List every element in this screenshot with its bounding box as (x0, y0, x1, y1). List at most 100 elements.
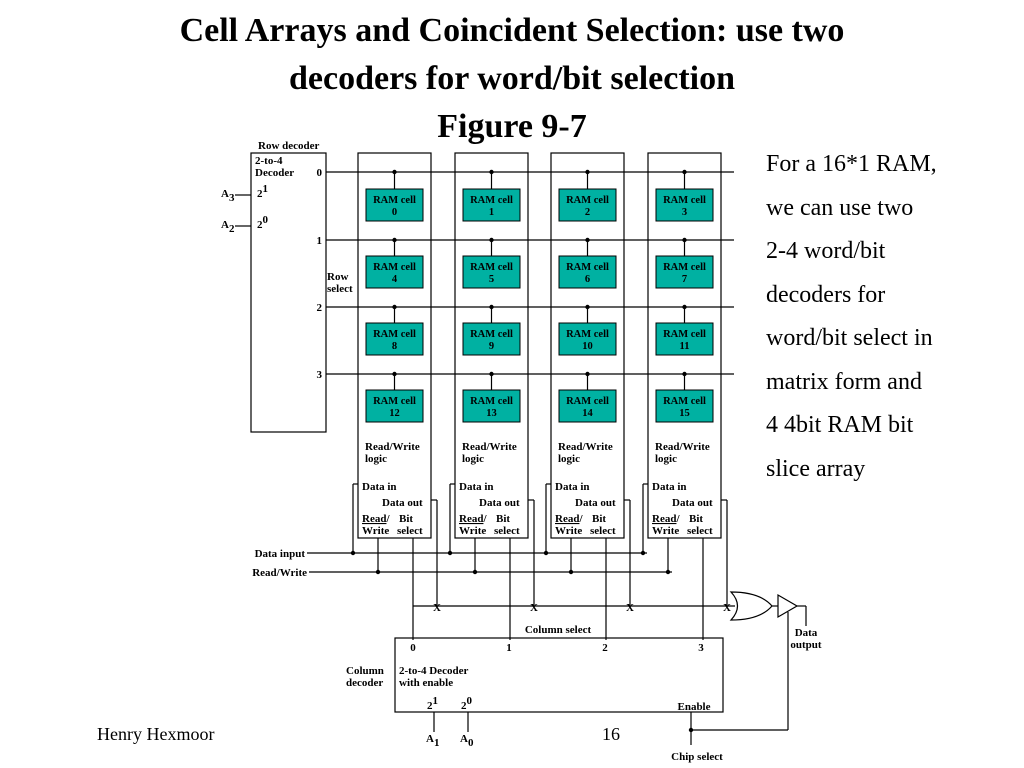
page-number: 16 (602, 724, 620, 744)
ram-cell (655, 255, 714, 289)
column-decoder-box (394, 637, 724, 713)
row-address-input: A3 (221, 188, 235, 204)
row-decoder-type: Decoder (255, 167, 294, 179)
rw-logic-label: logic (558, 453, 580, 465)
column-decoder-type: 2-to-4 Decoder (399, 665, 468, 677)
ram-cell-number: 0 (392, 207, 397, 218)
output-buffer (777, 593, 799, 619)
side-text-line: decoders for (766, 281, 886, 308)
row-decoder-output: 3 (317, 369, 323, 381)
ram-cell (462, 255, 521, 289)
junction-dot (585, 169, 590, 175)
slide-title-line-1: Cell Arrays and Coincident Selection: us… (179, 12, 845, 49)
x-mark: X (530, 602, 538, 614)
side-text-line: For a 16*1 RAM, (766, 151, 937, 177)
side-text-line: we can use two (766, 194, 914, 221)
ram-cell-number: 3 (682, 207, 687, 218)
bit-label: Bit (399, 513, 413, 525)
ram-cell-label: RAM cell (373, 329, 416, 340)
read-write-label: Read/Write (252, 567, 307, 579)
data-out-label: Data out (575, 497, 616, 509)
data-out-label: Data out (672, 497, 713, 509)
row-select-label: select (327, 283, 353, 295)
bit-slice-box (454, 152, 529, 539)
data-out-label: Data out (479, 497, 520, 509)
ram-cell-number: 1 (489, 207, 494, 218)
junction-dot (585, 304, 590, 310)
row-decoder-type: 2-to-4 (255, 155, 283, 167)
data-input-label: Data input (255, 548, 306, 560)
column-decoder-output: 2 (602, 642, 608, 654)
ram-cell-number: 8 (392, 341, 397, 352)
column-decoder-label: Column (346, 665, 384, 677)
row-select-label: Row (327, 271, 348, 283)
x-mark: X (433, 602, 441, 614)
x-mark: X (626, 602, 634, 614)
junction-dot (682, 304, 687, 310)
write-label: Write (459, 525, 486, 537)
read-label: Read/ (652, 513, 680, 525)
junction-dot (392, 237, 397, 243)
side-text-line: slice array (766, 455, 866, 482)
ram-cell-label: RAM cell (373, 396, 416, 407)
column-decoder-output: 0 (410, 642, 416, 654)
data-out-label: Data out (382, 497, 423, 509)
ram-cell-label: RAM cell (566, 396, 609, 407)
ram-cell (558, 255, 617, 289)
read-label: Read/ (362, 513, 390, 525)
data-in-label: Data in (362, 481, 397, 493)
junction-dot (682, 371, 687, 377)
ram-cell-label: RAM cell (566, 262, 609, 273)
ram-cell-number: 9 (489, 341, 494, 352)
junction-dot (682, 169, 687, 175)
ram-cell-number: 13 (486, 408, 497, 419)
ram-cell-number: 5 (489, 274, 494, 285)
rw-logic-label: Read/Write (558, 441, 613, 453)
row-decoder-weight: 20 (257, 214, 269, 231)
column-decoder-output: 3 (698, 642, 704, 654)
bit-slice-box (647, 152, 722, 539)
side-text-line: word/bit select in (766, 325, 933, 351)
row-decoder-output: 1 (317, 235, 323, 247)
rw-logic-label: logic (655, 453, 677, 465)
ram-cell (365, 188, 424, 222)
ram-cell-label: RAM cell (566, 329, 609, 340)
side-text-line: matrix form and (766, 368, 922, 395)
read-label: Read/ (459, 513, 487, 525)
ram-cell-label: RAM cell (663, 195, 706, 206)
junction-dot (392, 371, 397, 377)
rw-logic-label: Read/Write (462, 441, 517, 453)
row-decoder-box (250, 152, 327, 433)
read-label: Read/ (555, 513, 583, 525)
rw-logic-label: Read/Write (365, 441, 420, 453)
ram-cell (655, 389, 714, 423)
column-address-input: A0 (460, 733, 474, 749)
junction-dot (688, 727, 694, 733)
rw-logic-label: logic (462, 453, 484, 465)
data-in-label: Data in (555, 481, 590, 493)
column-select-label: Column select (525, 624, 592, 636)
ram-cell-number: 10 (582, 341, 593, 352)
x-mark: X (723, 602, 731, 614)
ram-cell-label: RAM cell (663, 329, 706, 340)
column-decoder-label: decoder (346, 677, 383, 689)
ram-cell-label: RAM cell (663, 396, 706, 407)
write-label: Write (555, 525, 582, 537)
figure-label: Figure 9-7 (437, 108, 587, 145)
junction-dot (489, 304, 494, 310)
junction-dot (585, 371, 590, 377)
junction-dot (489, 371, 494, 377)
ram-cell-number: 6 (585, 274, 590, 285)
side-text-line: 4 4bit RAM bit (766, 412, 914, 438)
column-decoder-weight: 21 (427, 695, 438, 712)
ram-cell (365, 322, 424, 356)
column-decoder-output: 1 (506, 642, 512, 654)
ram-cell-number: 7 (682, 274, 687, 285)
junction-dot (489, 169, 494, 175)
ram-cell-number: 15 (679, 408, 690, 419)
ram-cell (558, 322, 617, 356)
ram-cell (365, 255, 424, 289)
column-decoder-type: with enable (399, 677, 453, 689)
